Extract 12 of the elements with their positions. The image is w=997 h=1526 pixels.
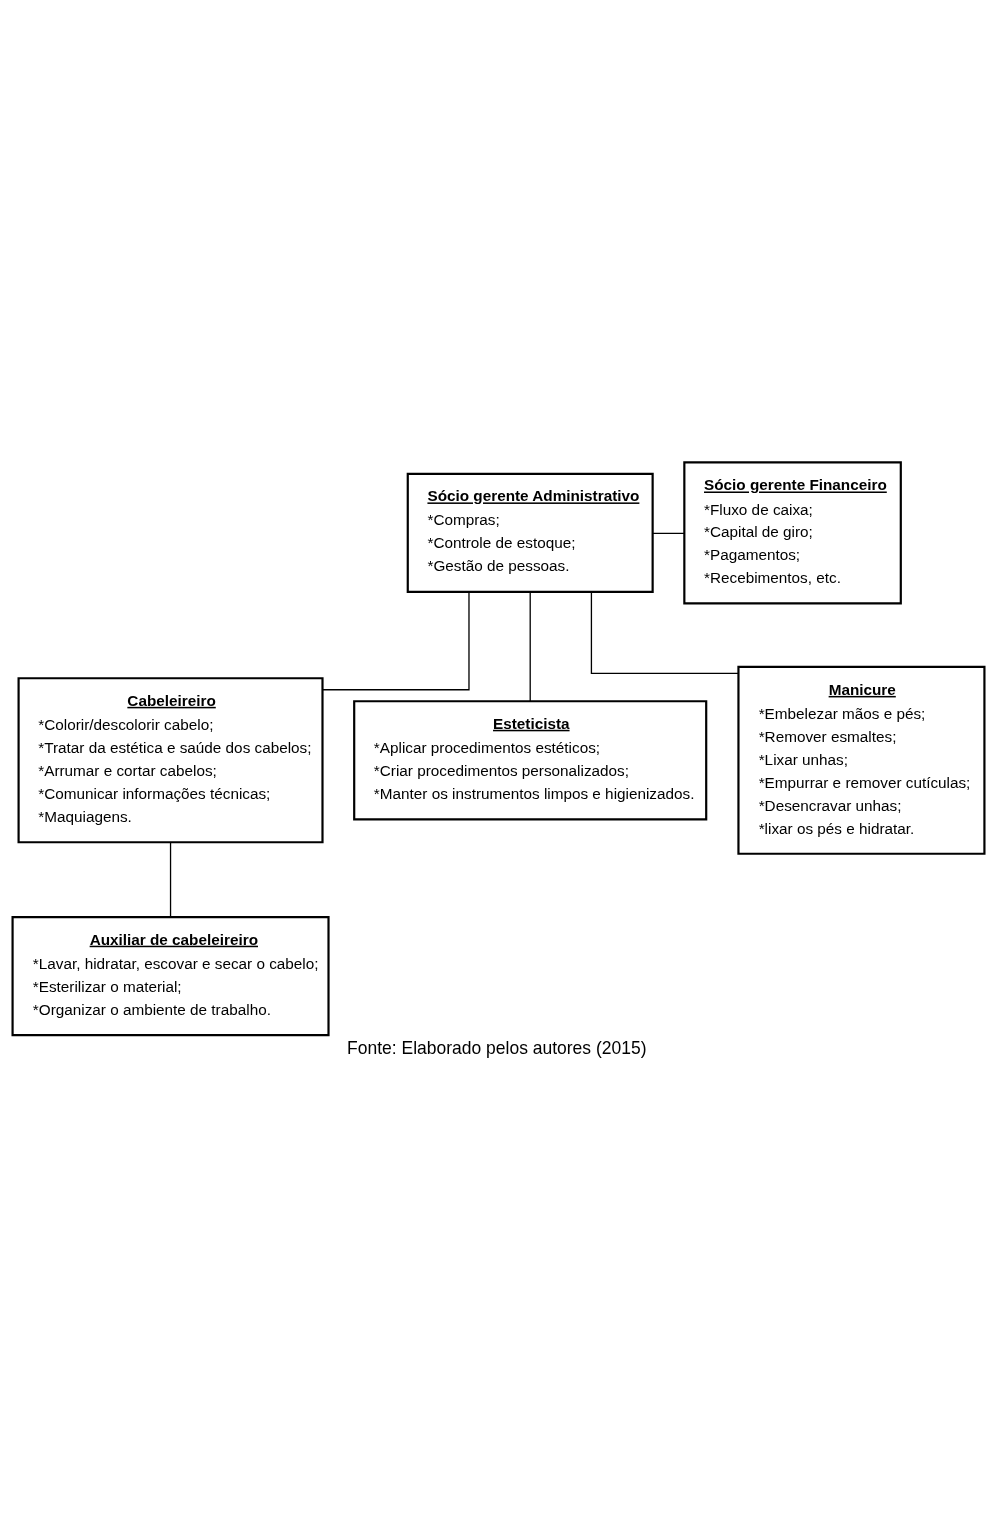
node-box: Cabeleireiro *Colorir/descolorir cabelo; *Tratar da estética e saúde dos cabelos; *Arrumar e cortar cabelos; *Comunicar informações técnicas; *Maquiagens. — [17, 677, 324, 844]
connector — [590, 591, 739, 674]
node-box: Sócio gerente Financeiro *Fluxo de caixa; *Capital de giro; *Pagamentos; *Recebimentos, etc. — [683, 461, 902, 605]
node-box: Esteticista *Aplicar procedimentos estéticos; *Criar procedimentos personalizados; *Manter os instrumentos limpos e higienizados. — [353, 700, 708, 821]
node-box: Sócio gerente Administrativo *Compras; *Controle de estoque; *Gestão de pessoas. — [406, 472, 654, 593]
connector — [169, 841, 172, 918]
caption: Fonte: Elaborado pelos autores (2015) — [347, 1037, 647, 1058]
connector — [652, 532, 685, 535]
connector — [529, 591, 531, 702]
node-box: Auxiliar de cabeleireiro *Lavar, hidratar, escovar e secar o cabelo; *Esterilizar o material; *Organizar o ambiente de trabalho. — [11, 916, 330, 1037]
node-box: Manicure *Embelezar mãos e pés; *Remover esmaltes; *Lixar unhas; *Empurrar e remover cutículas; *Desencravar unhas; *lixar os pés e hidratar. — [737, 665, 986, 855]
connector — [322, 591, 470, 691]
